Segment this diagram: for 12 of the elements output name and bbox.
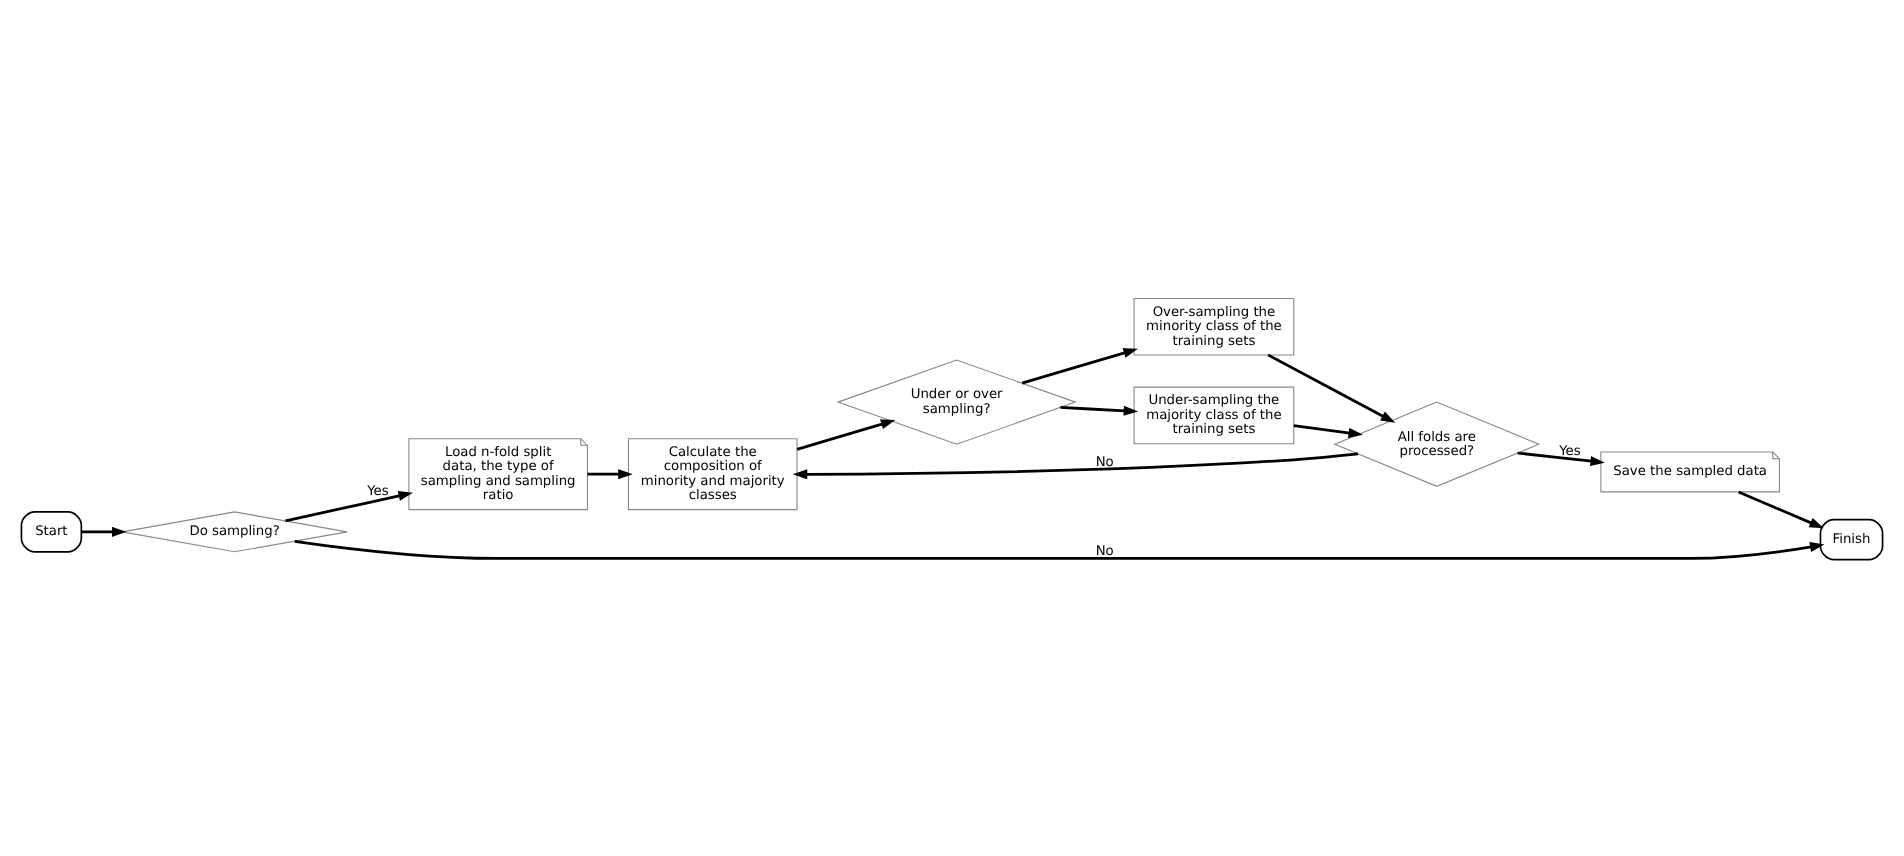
arrow (81, 525, 127, 536)
arrow (587, 468, 633, 479)
arrow (1267, 352, 1396, 422)
arrow (285, 489, 413, 522)
arrow (1738, 489, 1824, 528)
arrow (1293, 423, 1363, 437)
arrow (1021, 347, 1138, 384)
arrow (792, 451, 1359, 479)
arrow (294, 538, 1825, 559)
arrow (796, 418, 896, 450)
arrow (1060, 404, 1139, 415)
arrow (1517, 450, 1605, 466)
